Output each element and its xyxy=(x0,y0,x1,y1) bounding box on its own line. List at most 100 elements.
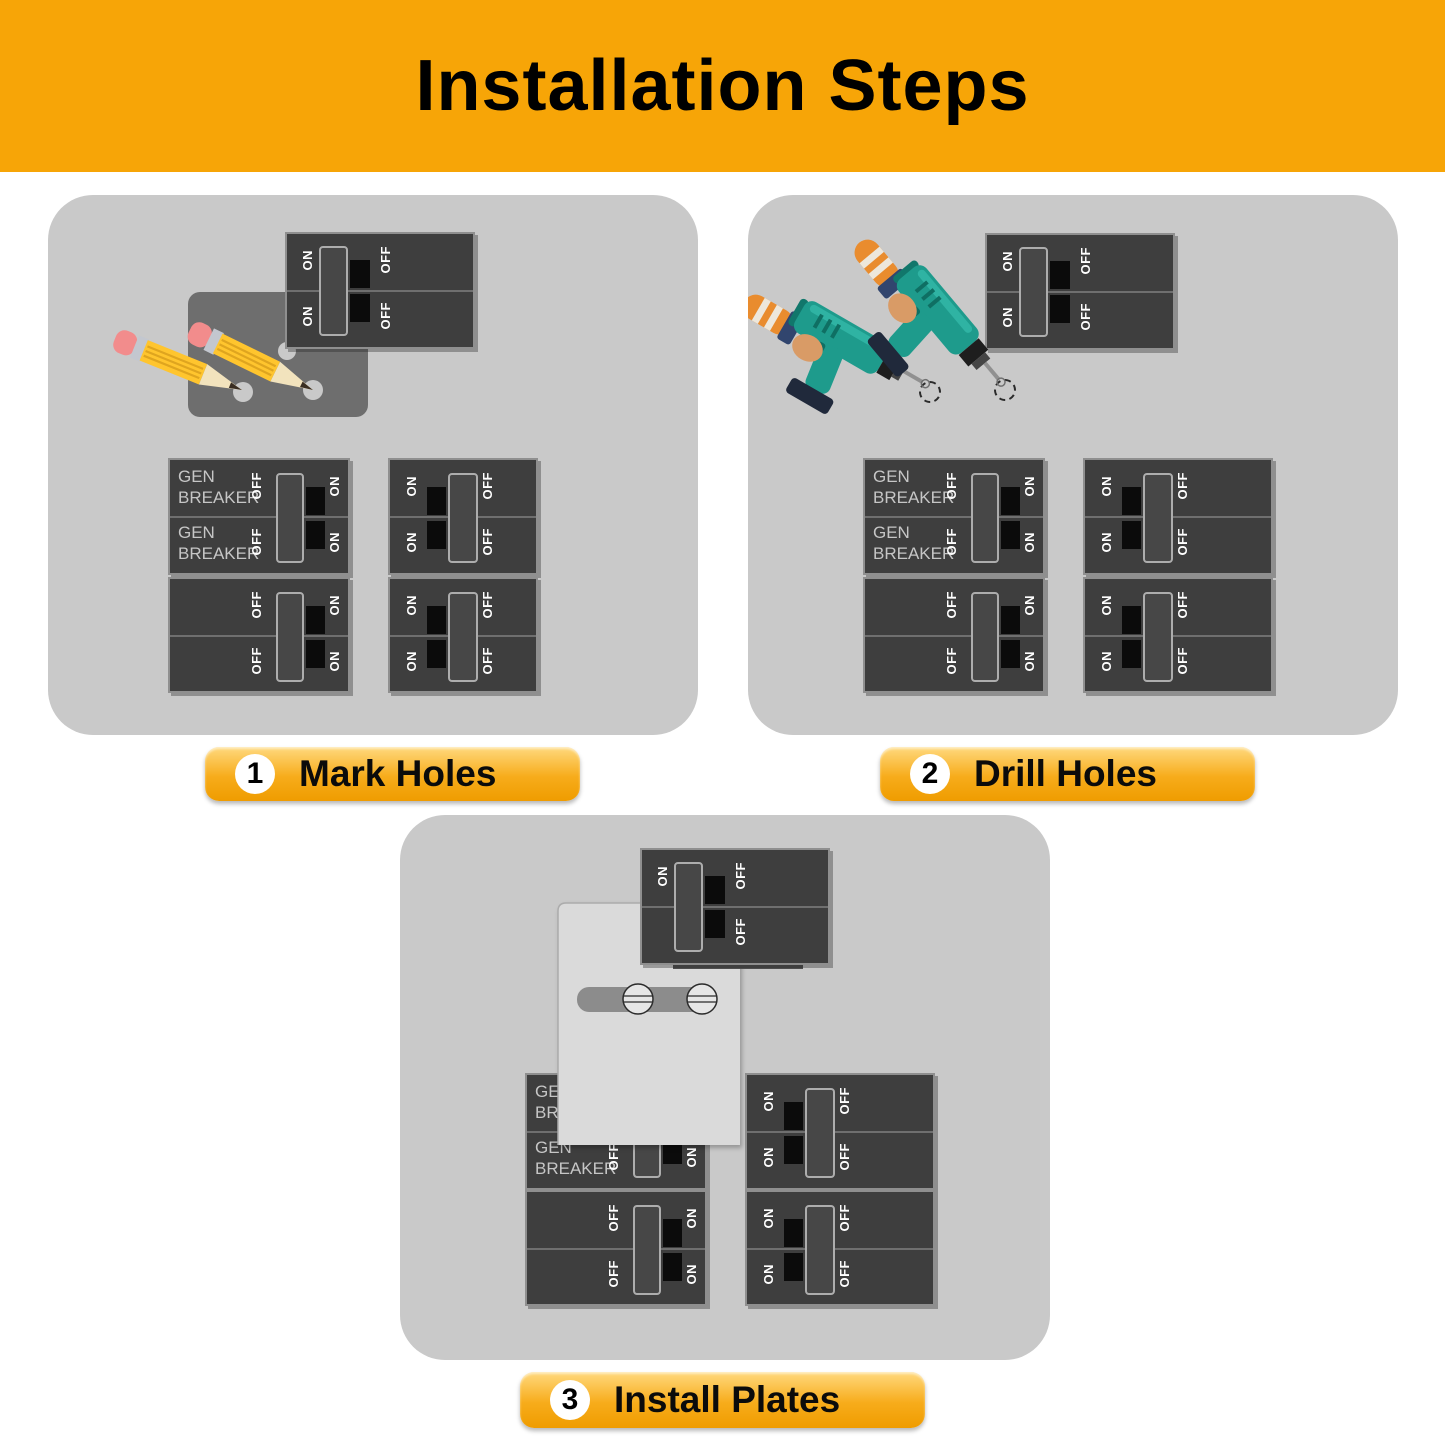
handle-slot xyxy=(1001,606,1020,634)
header-banner: Installation Steps xyxy=(0,0,1445,172)
gen-label-line1: GEN xyxy=(535,1082,572,1101)
on-label: ON xyxy=(1000,251,1015,272)
on-label: ON xyxy=(761,1091,776,1112)
gen-label-line2: BREAKER xyxy=(535,1159,617,1178)
on-label: ON xyxy=(404,595,419,616)
on-label: ON xyxy=(1099,651,1114,672)
on-label: ON xyxy=(327,532,342,553)
marked-hole xyxy=(303,380,323,400)
breaker-block: OFF OFF ON ON xyxy=(863,577,1045,693)
screw-icon xyxy=(686,983,718,1015)
step2-panel: ON ON OFF OFF GEN BREAKER GEN BREAKER OF… xyxy=(748,195,1398,735)
handle-slot xyxy=(1001,640,1020,668)
handle-slot xyxy=(663,1102,682,1130)
off-label: OFF xyxy=(606,1087,621,1115)
handle-slot xyxy=(306,640,325,668)
off-label: OFF xyxy=(1175,472,1190,500)
gen-label-line1: GEN xyxy=(873,467,910,486)
breaker-block: OFF OFF ON ON xyxy=(168,577,350,693)
gen-breaker-label: GEN BREAKER xyxy=(535,1081,616,1123)
on-label: ON xyxy=(300,250,315,271)
step2-number-badge: 2 xyxy=(910,754,950,794)
breaker-handle xyxy=(448,592,478,682)
on-label: ON xyxy=(1099,476,1114,497)
row-divider xyxy=(170,635,348,637)
on-label: ON xyxy=(655,866,670,887)
gen-label-line1: GEN xyxy=(535,1138,572,1157)
handle-slot xyxy=(784,1136,803,1164)
handle-slot xyxy=(705,910,725,938)
handle-slot xyxy=(350,260,370,288)
gen-label-line2: BREAKER xyxy=(178,544,260,563)
on-label: ON xyxy=(404,651,419,672)
off-label: OFF xyxy=(944,528,959,556)
step1-number-badge: 1 xyxy=(235,754,275,794)
handle-slot xyxy=(306,487,325,515)
gen-breaker-label: GEN BREAKER xyxy=(873,522,954,564)
on-label: ON xyxy=(1022,595,1037,616)
step3-label-text: Install Plates xyxy=(614,1379,841,1420)
on-label: ON xyxy=(1022,532,1037,553)
step1-label: 1 Mark Holes xyxy=(205,747,580,801)
row-divider xyxy=(1085,516,1271,518)
step3-number-badge: 3 xyxy=(550,1380,590,1420)
breaker-block: ON ON OFF OFF xyxy=(745,1190,935,1306)
off-label: OFF xyxy=(606,1204,621,1232)
off-label: OFF xyxy=(1078,303,1093,331)
off-label: OFF xyxy=(944,472,959,500)
row-divider xyxy=(527,1131,705,1133)
breaker-block: ON ON OFF OFF xyxy=(1083,577,1273,693)
on-label: ON xyxy=(404,532,419,553)
step3-panel: GEN BREAKER GEN BREAKER OFF OFF ON ON OF… xyxy=(400,815,1050,1360)
off-label: OFF xyxy=(249,647,264,675)
row-divider xyxy=(747,1248,933,1250)
plate-slot xyxy=(577,987,717,1012)
handle-slot xyxy=(705,876,725,904)
handle-slot xyxy=(1122,640,1141,668)
off-label: OFF xyxy=(837,1204,852,1232)
off-label: OFF xyxy=(480,528,495,556)
off-label: OFF xyxy=(249,591,264,619)
step1-label-text: Mark Holes xyxy=(299,753,497,794)
off-label: OFF xyxy=(480,591,495,619)
row-divider xyxy=(1085,635,1271,637)
handle-slot xyxy=(1050,261,1070,289)
row-divider xyxy=(527,1248,705,1250)
handle-slot xyxy=(663,1136,682,1164)
off-label: OFF xyxy=(837,1260,852,1288)
off-label: OFF xyxy=(837,1087,852,1115)
off-label: OFF xyxy=(378,246,393,274)
breaker-handle xyxy=(276,592,304,682)
breaker-block: ON ON OFF OFF xyxy=(745,1073,935,1190)
off-label: OFF xyxy=(480,647,495,675)
off-label: OFF xyxy=(249,472,264,500)
on-label: ON xyxy=(761,1264,776,1285)
off-label: OFF xyxy=(733,918,748,946)
on-label: ON xyxy=(684,1091,699,1112)
row-divider xyxy=(287,290,473,292)
gen-breaker-label: GEN BREAKER xyxy=(178,466,259,508)
breaker-handle xyxy=(448,473,478,563)
on-label: ON xyxy=(327,476,342,497)
breaker-handle xyxy=(276,473,304,563)
handle-slot xyxy=(350,294,370,322)
breaker-handle xyxy=(633,1088,661,1178)
gen-label-line2: BREAKER xyxy=(178,488,260,507)
breaker-handle xyxy=(674,862,703,952)
main-breaker: ON ON OFF OFF xyxy=(985,233,1175,350)
gen-breaker-label: GEN BREAKER xyxy=(535,1137,616,1179)
on-label: ON xyxy=(404,476,419,497)
handle-slot xyxy=(1050,295,1070,323)
off-label: OFF xyxy=(378,302,393,330)
on-label: ON xyxy=(1022,651,1037,672)
handle-slot xyxy=(1122,606,1141,634)
off-label: OFF xyxy=(1078,247,1093,275)
on-label: ON xyxy=(300,306,315,327)
handle-slot xyxy=(663,1219,682,1247)
handle-slot xyxy=(427,487,446,515)
gen-label-line2: BREAKER xyxy=(873,488,955,507)
breaker-block: ON ON OFF OFF xyxy=(1083,458,1273,575)
row-divider xyxy=(987,291,1173,293)
breaker-handle xyxy=(1019,247,1048,337)
off-label: OFF xyxy=(1175,591,1190,619)
